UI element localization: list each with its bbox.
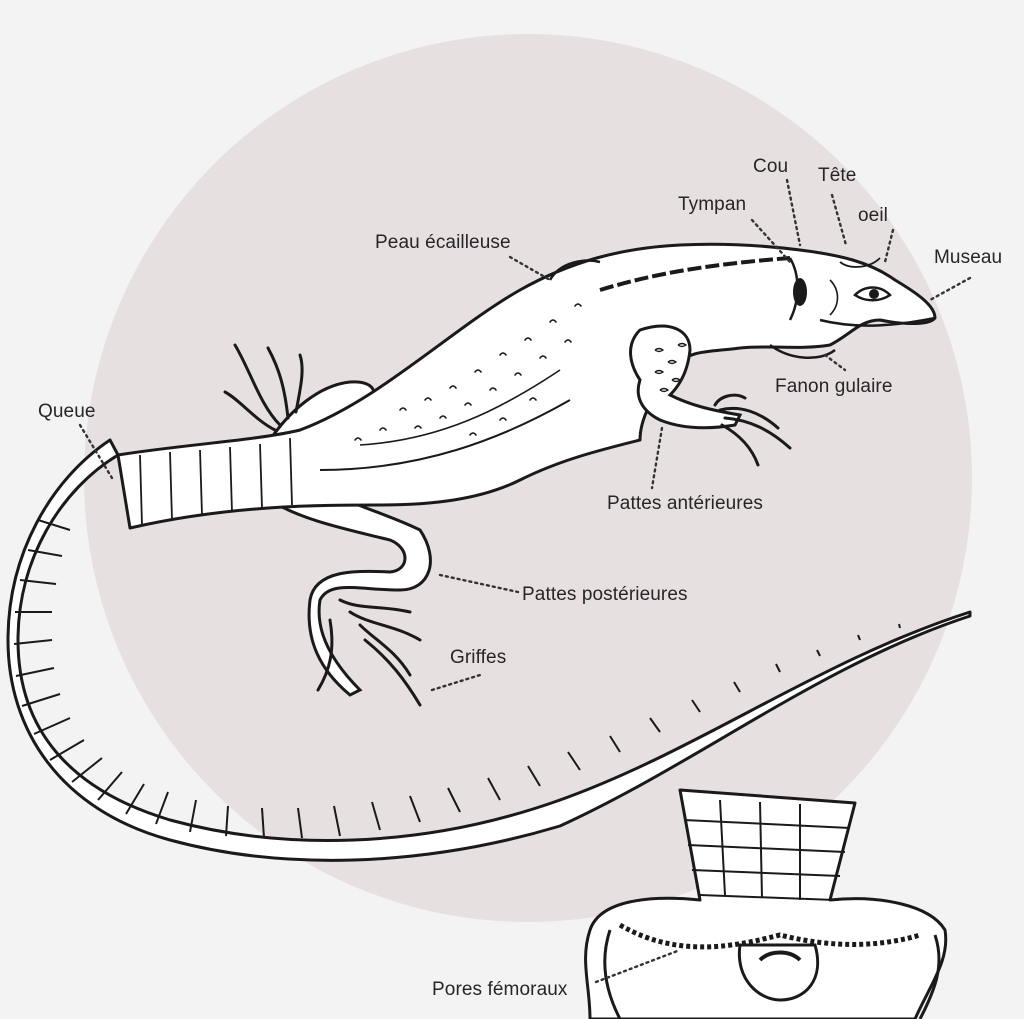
- label-tete: Tête: [818, 166, 856, 185]
- label-museau: Museau: [934, 248, 1002, 267]
- label-fanon-gulaire: Fanon gulaire: [775, 377, 893, 396]
- label-griffes: Griffes: [450, 648, 506, 667]
- label-peau-ecailleuse: Peau écailleuse: [375, 233, 511, 252]
- label-cou: Cou: [753, 157, 788, 176]
- label-tympan: Tympan: [678, 195, 746, 214]
- label-oeil: oeil: [858, 206, 888, 225]
- label-pattes-posterieures: Pattes postérieures: [522, 585, 688, 604]
- label-queue: Queue: [38, 402, 96, 421]
- label-pores-femoraux: Pores fémoraux: [432, 980, 568, 999]
- label-pattes-anterieures: Pattes antérieures: [607, 494, 763, 513]
